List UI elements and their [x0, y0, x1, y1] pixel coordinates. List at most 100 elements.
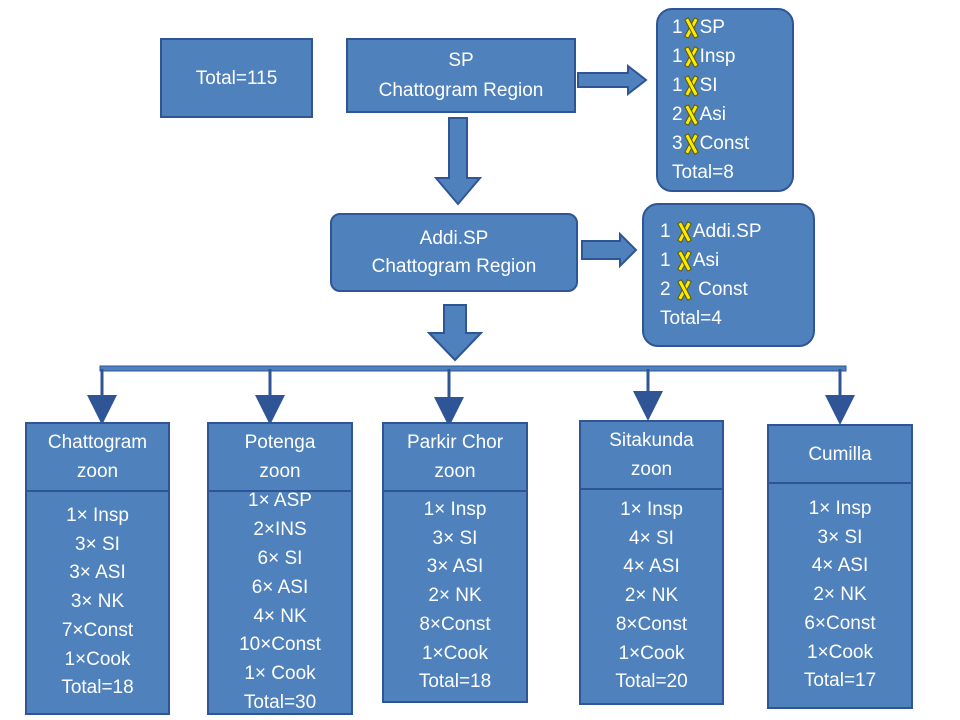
x-mark-icon	[684, 134, 698, 154]
text-label: 2× NK	[428, 585, 482, 607]
addi-sp-region: Chattogram Region	[371, 255, 537, 277]
text-label: 3× SI	[432, 527, 478, 549]
x-mark-icon	[677, 251, 691, 271]
text-label: 1× Cook	[244, 663, 316, 685]
zone-parkir-chor: Parkir Chor zoon 1× Insp 3× SI 3× ASI 2× N…	[382, 422, 528, 703]
zone-staff-list: 1× Insp 3× SI 3× ASI 2× NK 8×Const 1×Cook To…	[384, 492, 526, 701]
text-label: 4× ASI	[811, 555, 869, 577]
text-label: 1	[660, 221, 671, 242]
text-label: 6× ASI	[251, 576, 309, 598]
arrow-sp-to-list	[577, 63, 648, 97]
sp-list-total: Total=8	[672, 162, 734, 183]
text-label: 8×Const	[419, 613, 491, 635]
text-label: 1	[660, 250, 671, 271]
sp-list-row: 3 Const	[672, 129, 792, 158]
text-label: Asi	[692, 250, 720, 271]
x-mark-icon	[684, 105, 698, 125]
text-label: 3× NK	[70, 591, 125, 613]
arrow-sp-to-addi	[433, 117, 483, 206]
text-label: SP	[699, 17, 725, 38]
text-label: 1	[672, 75, 683, 96]
text-label: 1× Insp	[423, 498, 487, 520]
addi-staff-list: 1 Addi.SP 1 Asi 2 Const Total=4	[642, 203, 815, 347]
text-label: 1× Insp	[66, 504, 129, 526]
text-label: 2×INS	[253, 519, 307, 541]
text-label: Const	[699, 133, 750, 154]
text-label: Total=30	[243, 691, 317, 713]
addi-sp-title: Addi.SP	[419, 227, 489, 249]
text-label: 4× ASI	[623, 556, 680, 578]
zone-bus-line	[99, 365, 847, 372]
text-label: Addi.SP	[692, 221, 762, 242]
text-label: 1×Cook	[806, 641, 874, 663]
text-label: Total=18	[418, 671, 492, 693]
text-label: 3× SI	[817, 526, 863, 548]
text-label: zoon	[76, 461, 119, 482]
sp-title: SP	[448, 49, 474, 71]
x-mark-icon	[684, 76, 698, 96]
text-label: Insp	[699, 46, 736, 67]
text-label: zoon	[630, 459, 673, 480]
text-label: 2	[672, 104, 683, 125]
text-label: 3× ASI	[69, 562, 126, 584]
arrow-addi-to-list	[581, 231, 638, 269]
addi-list-row: 1 Asi	[660, 246, 813, 275]
text-label: 1× Insp	[808, 497, 872, 519]
sp-region: Chattogram Region	[378, 79, 544, 101]
x-mark-icon	[677, 222, 691, 242]
total-label: Total=115	[195, 67, 278, 89]
addi-list-row: 2 Const	[660, 275, 813, 304]
text-label: 1	[672, 17, 683, 38]
arrow-addi-to-zones	[426, 304, 484, 362]
text-label: Sitakunda	[609, 430, 694, 451]
zone-header: Sitakunda zoon	[581, 422, 722, 490]
zone-chattogram: Chattogram zoon 1× Insp 3× SI 3× ASI 3× NK…	[25, 422, 170, 715]
zone-header: Potenga zoon	[209, 424, 351, 492]
x-mark-icon	[684, 18, 698, 38]
text-label: Cumilla	[808, 443, 872, 465]
text-label: SI	[699, 75, 718, 96]
zone-header: Parkir Chor zoon	[384, 424, 526, 492]
sp-box: SP Chattogram Region	[346, 38, 576, 113]
text-label: Potenga	[244, 432, 316, 453]
text-label: Asi	[699, 104, 726, 125]
text-label: 1	[672, 46, 683, 67]
text-label: 7×Const	[61, 619, 134, 641]
sp-list-row: 2 Asi	[672, 100, 792, 129]
addi-list-row: 1 Addi.SP	[660, 217, 813, 246]
text-label: 1×Cook	[618, 642, 685, 664]
text-label: Total=18	[61, 677, 134, 699]
addi-list-total: Total=4	[660, 308, 722, 329]
text-label: zoon	[259, 461, 301, 482]
sp-list-row: 1 SP	[672, 13, 792, 42]
sp-list-row: 1 Insp	[672, 42, 792, 71]
text-label: 2× NK	[624, 585, 679, 607]
text-label: 4× SI	[629, 527, 674, 549]
text-label: 10×Const	[239, 634, 321, 656]
text-label: 1×Cook	[64, 648, 131, 670]
text-label: Total=17	[803, 670, 877, 692]
text-label: Total=20	[615, 671, 688, 693]
text-label: 2× NK	[813, 584, 867, 606]
text-label: 3× SI	[75, 533, 120, 555]
total-box: Total=115	[160, 38, 313, 118]
zone-staff-list: 1× Insp 3× SI 3× ASI 3× NK 7×Const 1×Cook To…	[27, 492, 168, 713]
text-label: 1× ASP	[248, 490, 312, 512]
text-label: 6× SI	[257, 547, 303, 569]
sp-list-row: 1 SI	[672, 71, 792, 100]
zone-header: Cumilla	[769, 426, 911, 484]
text-label: 8×Const	[615, 613, 688, 635]
text-label: zoon	[434, 461, 476, 482]
text-label: Parkir Chor	[406, 432, 504, 453]
text-label: 3	[672, 133, 683, 154]
x-mark-icon	[684, 47, 698, 67]
text-label: 3× ASI	[426, 556, 484, 578]
text-label: Chattogram	[47, 432, 148, 453]
text-label: 1×Cook	[421, 642, 489, 664]
